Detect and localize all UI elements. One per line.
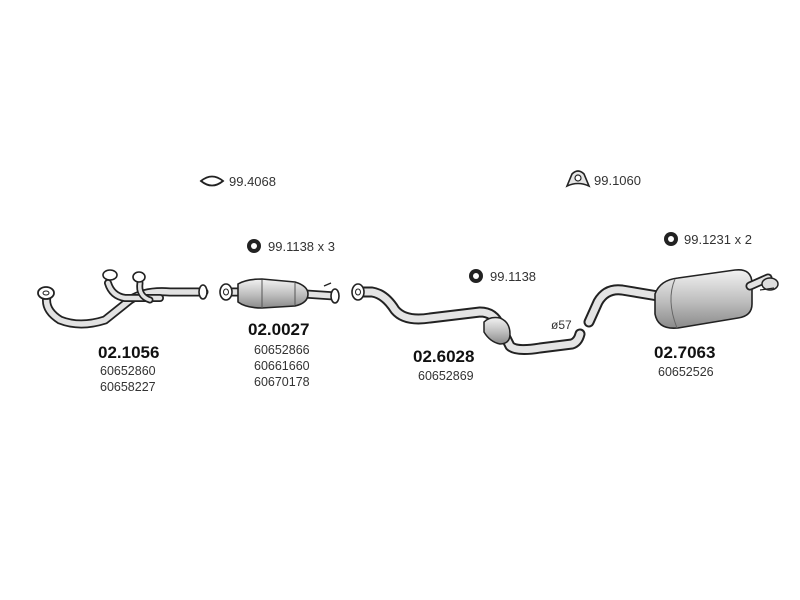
catalyst-diagram <box>219 278 340 309</box>
gasket-icon <box>199 175 225 187</box>
oem-number: 60652526 <box>658 365 714 379</box>
hanger-icon <box>469 269 483 283</box>
clamp-icon <box>565 170 591 188</box>
rear-silencer-oem-list: 60652526 <box>658 364 714 380</box>
hanger-icon <box>247 239 261 253</box>
hanger-mid-label: 99.1138 <box>490 269 537 284</box>
oem-number: 60670178 <box>254 375 310 389</box>
oem-number: 60658227 <box>100 380 156 394</box>
front-pipe-oem-list: 60652860 60658227 <box>100 363 156 395</box>
oem-number: 60661660 <box>254 359 310 373</box>
hanger-icon <box>664 232 678 246</box>
oem-number: 60652866 <box>254 343 310 357</box>
diameter-label: ø57 <box>551 318 572 332</box>
hanger-cat-label: 99.1138 x 3 <box>268 239 335 254</box>
front-pipe-code: 02.1056 <box>98 343 160 362</box>
gasket-label: 99.4068 <box>229 174 276 189</box>
rear-silencer-diagram <box>583 268 779 330</box>
rear-silencer-code: 02.7063 <box>654 343 716 362</box>
hanger-rear-label: 99.1231 x 2 <box>684 232 752 247</box>
middle-pipe-code: 02.6028 <box>413 347 475 366</box>
oem-number: 60652869 <box>418 369 474 383</box>
front-pipe-diagram <box>37 269 209 329</box>
catalyst-oem-list: 60652866 60661660 60670178 <box>254 342 310 390</box>
catalyst-code: 02.0027 <box>248 320 310 339</box>
oem-number: 60652860 <box>100 364 156 378</box>
clamp-label: 99.1060 <box>594 173 641 188</box>
middle-pipe-diagram <box>351 283 586 356</box>
middle-pipe-oem-list: 60652869 <box>418 368 474 384</box>
